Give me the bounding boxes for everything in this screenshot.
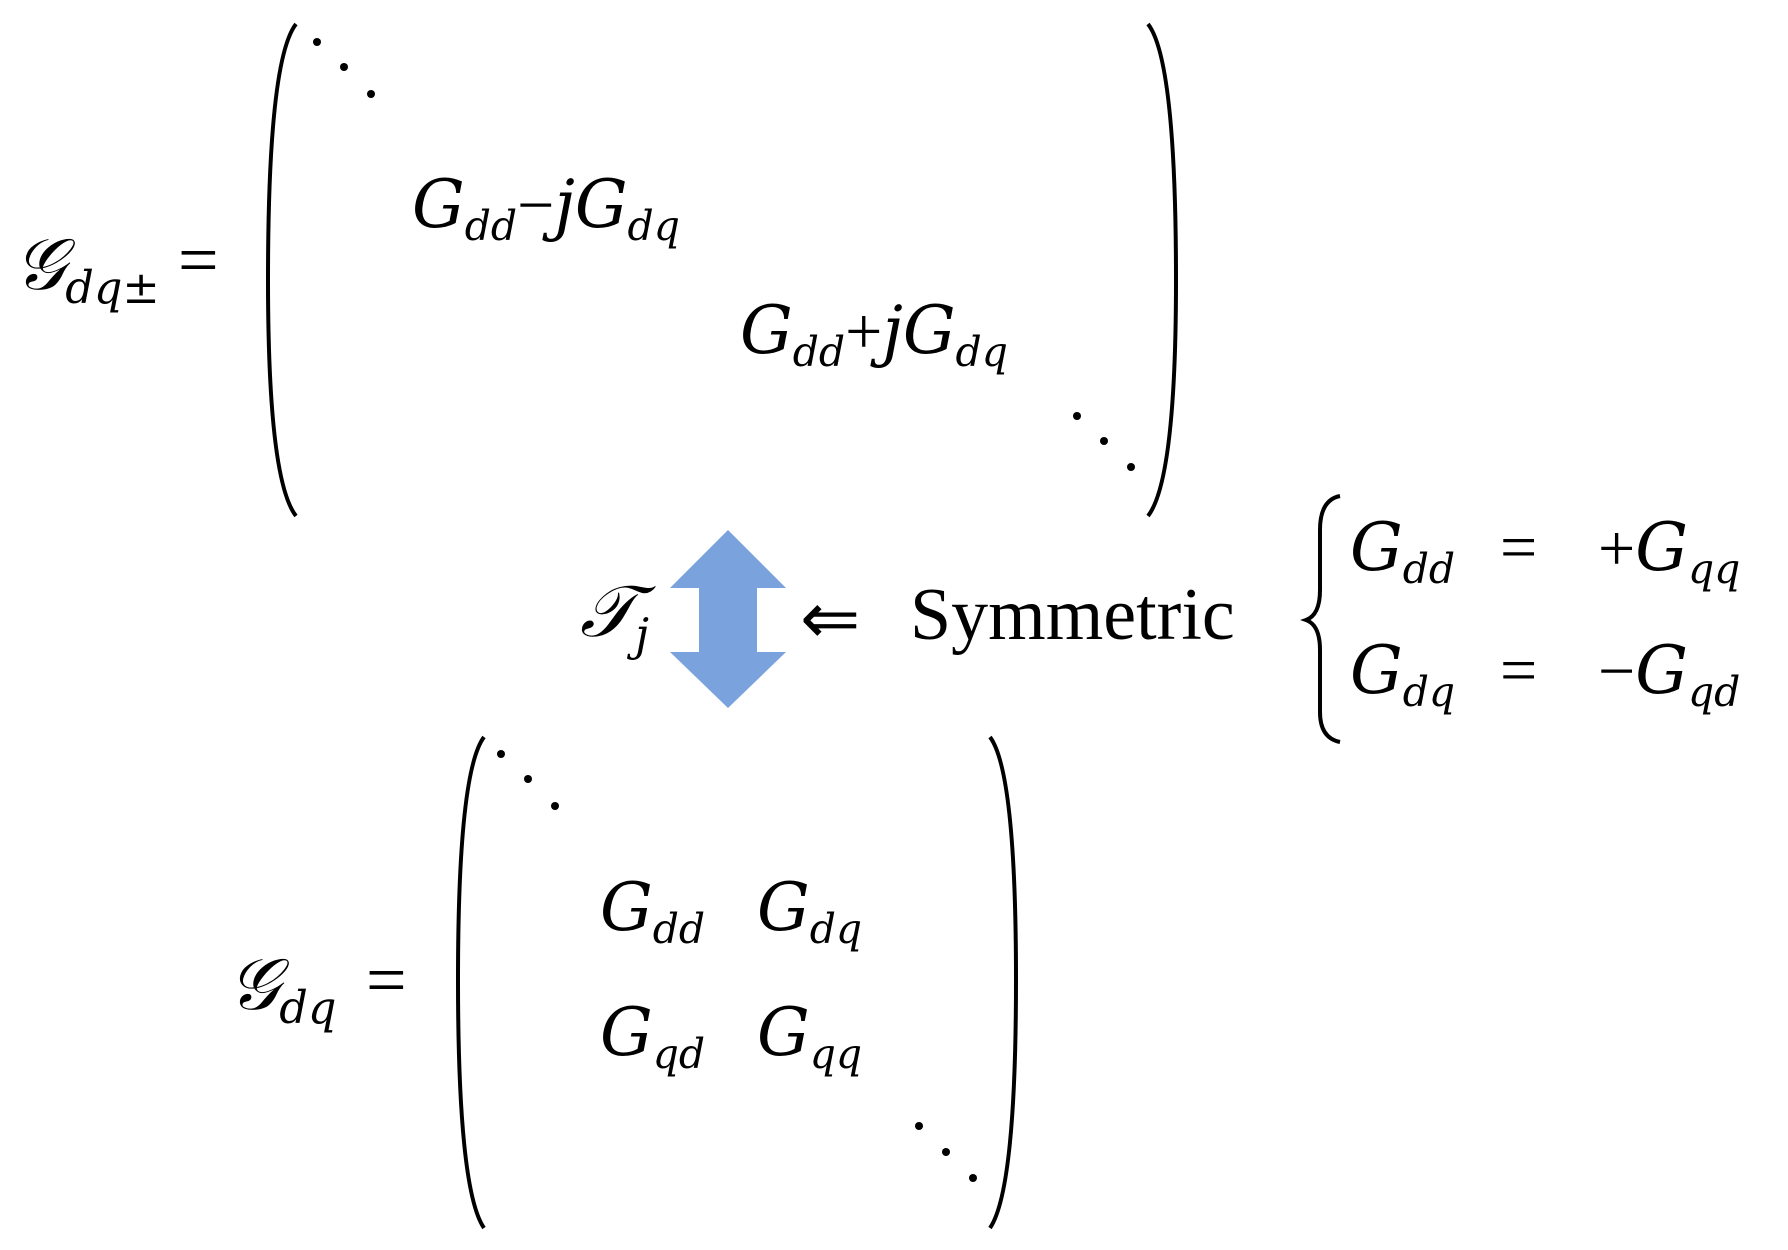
cell-g-qd: Gqd (600, 994, 706, 1079)
top-equals-sign: = (178, 220, 219, 300)
top-left-paren (265, 22, 298, 518)
cell-g-qq: Gqq (757, 994, 863, 1079)
lhs-calligraphic-g-pm: 𝒢dq± (14, 228, 160, 311)
implied-by-arrow: ⇐ (800, 579, 861, 659)
condition-row-2: Gdq (1350, 632, 1456, 717)
top-right-paren (1146, 22, 1179, 518)
lhs-calligraphic-g: 𝒢dq (228, 942, 337, 1035)
symmetric-label: Symmetric (910, 574, 1235, 656)
bottom-left-paren (455, 735, 486, 1230)
lhs-subscript: dq± (65, 262, 160, 315)
cell-g-dq: Gdq (757, 869, 863, 954)
condition-2-equals: = (1500, 634, 1538, 707)
transform-symbol-t: 𝒯j (580, 569, 649, 662)
top-entry-minus: Gdd−jGdq (412, 166, 680, 251)
condition-2-rhs: −Gqd (1598, 632, 1741, 717)
lhs-symbol: 𝒢 (14, 222, 66, 306)
condition-1-equals: = (1500, 511, 1538, 584)
cell-g-dd: Gdd (600, 869, 706, 954)
condition-1-rhs: +Gqq (1598, 509, 1741, 594)
bottom-right-paren (988, 735, 1019, 1230)
bottom-equals-sign: = (366, 940, 407, 1020)
condition-row-1: Gdd (1350, 509, 1456, 594)
top-entry-plus: Gdd+jGdq (740, 292, 1008, 377)
